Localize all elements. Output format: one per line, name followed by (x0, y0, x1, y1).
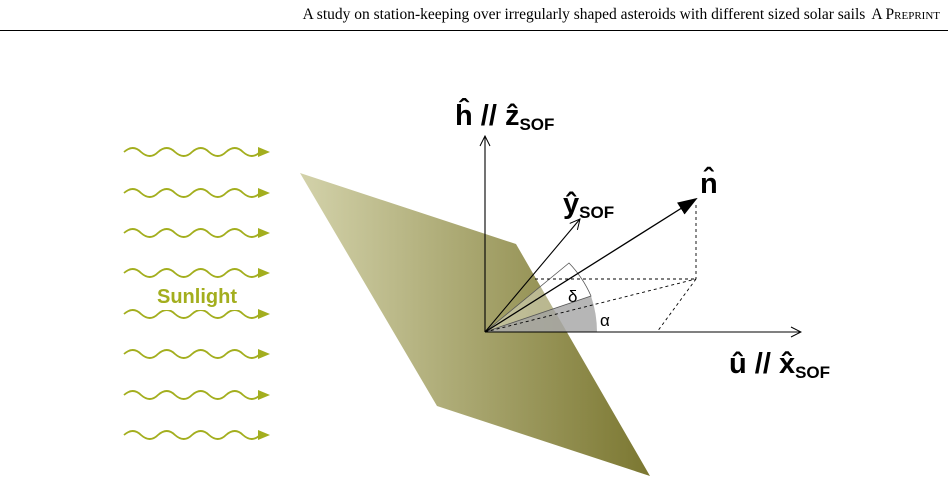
normal-vector-label: n̂ (700, 166, 718, 200)
alpha-angle-label: α (600, 311, 610, 330)
preprint-tag: A Preprint (871, 6, 940, 23)
sunlight-ray (123, 147, 270, 157)
y-axis-label: ŷSOF (563, 188, 614, 222)
header-text: A study on station-keeping over irregula… (303, 6, 940, 24)
sunlight-ray (123, 430, 270, 440)
y-axis (484, 219, 580, 333)
delta-angle-outline (484, 262, 592, 333)
u-axis-label: û // x̂SOF (729, 348, 830, 382)
header-title: A study on station-keeping over irregula… (302, 6, 866, 23)
sunlight-label: Sunlight (157, 286, 237, 308)
running-header: A study on station-keeping over irregula… (0, 0, 948, 31)
h-axis-label: ĥ // ẑSOF (455, 97, 554, 134)
sunlight-ray (123, 188, 270, 198)
sunlight-ray (123, 349, 270, 359)
sunlight-label-backdrop (138, 284, 256, 310)
sunlight-ray (123, 228, 270, 238)
sunlight-ray (123, 309, 270, 319)
solar-sail (300, 173, 650, 476)
alpha-angle-sector (485, 296, 597, 332)
projection-lines (484, 205, 697, 333)
header-rule (0, 30, 948, 31)
sunlight-ray (123, 268, 270, 278)
normal-vector (484, 197, 698, 333)
sunlight-ray (123, 390, 270, 400)
delta-angle-label: δ (568, 287, 577, 306)
sunlight-rays (123, 147, 270, 440)
